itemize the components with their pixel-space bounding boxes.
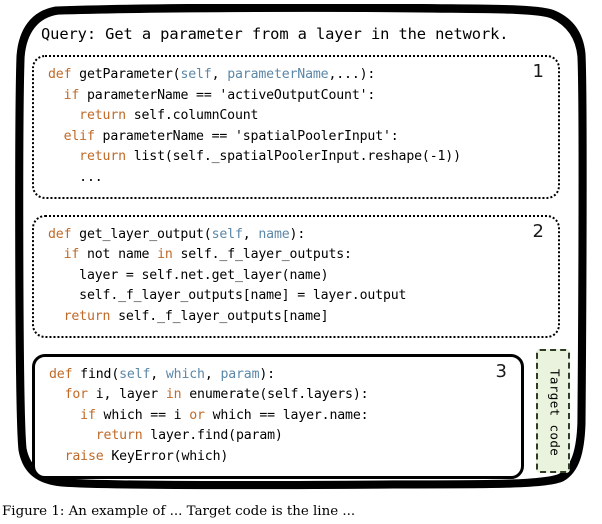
code-token-kw: in bbox=[157, 247, 173, 263]
code-token-kw: def bbox=[49, 366, 73, 382]
code-token-pl: parameterName == 'activeOutputCount': bbox=[79, 87, 376, 103]
code-block-3-index: 3 bbox=[495, 360, 507, 382]
code-block-1-body: def getParameter(self, parameterName,...… bbox=[48, 65, 548, 189]
code-token-arg: param bbox=[220, 366, 260, 382]
code-line: ... bbox=[48, 168, 548, 189]
panel-content: Query: Get a parameter from a layer in t… bbox=[14, 4, 588, 490]
code-token-pl: not name bbox=[79, 247, 158, 263]
code-token-pl bbox=[48, 108, 79, 123]
code-token-pl: , bbox=[150, 366, 166, 382]
code-line: return self._f_layer_outputs[name] bbox=[48, 307, 548, 328]
code-block-2[interactable]: 2 def get_layer_output(self, name): if n… bbox=[32, 214, 560, 338]
code-token-arg: which bbox=[165, 366, 205, 382]
figure-caption: Figure 1: An example of ... Target code … bbox=[2, 504, 356, 519]
code-token-pl bbox=[49, 387, 65, 402]
code-token-pl: i, layer bbox=[87, 387, 166, 403]
code-block-2-index: 2 bbox=[532, 220, 544, 242]
code-token-pl: getParameter( bbox=[71, 67, 181, 82]
code-token-arg: self bbox=[211, 226, 243, 242]
code-token-kw: in bbox=[165, 387, 182, 403]
code-block-1[interactable]: 1 def getParameter(self, parameterName,.… bbox=[32, 55, 560, 199]
code-token-kw: or bbox=[189, 407, 205, 423]
code-line: raise KeyError(which) bbox=[49, 447, 511, 468]
code-token-pl: , bbox=[242, 226, 259, 242]
code-token-pl: self.columnCount bbox=[125, 108, 259, 124]
code-block-3-body: def find(self, which, param): for i, lay… bbox=[49, 365, 511, 468]
code-token-pl bbox=[49, 408, 80, 423]
code-token-pl: ): bbox=[259, 366, 275, 382]
code-line: def get_layer_output(self, name): bbox=[48, 225, 548, 246]
code-token-pl bbox=[48, 88, 64, 103]
code-token-kw: return bbox=[79, 149, 126, 165]
code-token-kw: return bbox=[79, 108, 126, 124]
code-block-3-target[interactable]: 3 def find(self, which, param): for i, l… bbox=[32, 353, 524, 479]
code-line: def getParameter(self, parameterName,...… bbox=[48, 65, 548, 86]
code-token-pl: enumerate(self.layers): bbox=[181, 387, 369, 403]
code-line: if not name in self._f_layer_outputs: bbox=[48, 245, 548, 266]
code-token-kw: return bbox=[95, 428, 143, 444]
code-line: def find(self, which, param): bbox=[49, 365, 511, 386]
code-token-kw: raise bbox=[64, 448, 104, 464]
code-token-kw: elif bbox=[63, 128, 95, 144]
code-token-pl: list(self._spatialPoolerInput.reshape(-1… bbox=[125, 149, 461, 165]
code-token-pl: KeyError(which) bbox=[103, 448, 229, 464]
code-line: if parameterName == 'activeOutputCount': bbox=[48, 86, 548, 107]
code-token-arg: self bbox=[180, 67, 212, 82]
code-token-pl: find( bbox=[72, 366, 120, 382]
code-token-kw: for bbox=[64, 387, 89, 403]
target-code-label: Target code bbox=[547, 369, 563, 457]
code-token-pl: ... bbox=[48, 169, 103, 185]
code-token-kw: if bbox=[80, 407, 96, 423]
code-line: return self.columnCount bbox=[48, 106, 548, 127]
code-token-arg: self bbox=[119, 366, 151, 382]
code-line: elif parameterName == 'spatialPoolerInpu… bbox=[48, 127, 548, 148]
code-token-kw: def bbox=[48, 67, 72, 82]
code-token-pl: get_layer_output( bbox=[71, 226, 212, 242]
code-token-pl: which == i bbox=[95, 407, 190, 423]
outer-rounded-panel: Query: Get a parameter from a layer in t… bbox=[14, 4, 588, 490]
code-token-pl bbox=[49, 449, 65, 464]
code-token-pl: layer.find(param) bbox=[142, 428, 283, 444]
code-token-pl bbox=[49, 428, 96, 443]
code-token-pl: self._f_layer_outputs[name] bbox=[110, 308, 329, 324]
code-line: return layer.find(param) bbox=[49, 426, 511, 447]
code-block-1-index: 1 bbox=[532, 61, 544, 82]
code-token-pl: , bbox=[211, 67, 228, 82]
code-line: if which == i or which == layer.name: bbox=[49, 406, 511, 427]
code-line: self._f_layer_outputs[name] = layer.outp… bbox=[48, 286, 548, 307]
code-token-pl: parameterName == 'spatialPoolerInput': bbox=[94, 128, 399, 144]
code-token-pl bbox=[48, 129, 64, 144]
code-token-pl: ): bbox=[289, 226, 306, 242]
code-line: layer = self.net.get_layer(name) bbox=[48, 266, 548, 287]
code-token-pl bbox=[48, 309, 64, 324]
code-block-2-body: def get_layer_output(self, name): if not… bbox=[48, 225, 548, 328]
code-token-kw: def bbox=[48, 226, 72, 242]
code-token-kw: if bbox=[63, 247, 80, 263]
code-line: for i, layer in enumerate(self.layers): bbox=[49, 385, 511, 406]
code-token-arg: name bbox=[258, 226, 290, 242]
code-token-pl: self._f_layer_outputs[name] = layer.outp… bbox=[48, 288, 407, 304]
code-token-kw: if bbox=[63, 87, 80, 103]
code-token-pl bbox=[48, 149, 79, 164]
code-token-pl bbox=[48, 247, 64, 262]
code-token-arg: parameterName bbox=[227, 67, 329, 82]
code-token-pl: layer = self.net.get_layer(name) bbox=[48, 267, 329, 283]
code-token-pl: , bbox=[204, 366, 221, 382]
code-line: return list(self._spatialPoolerInput.res… bbox=[48, 147, 548, 168]
query-line: Query: Get a parameter from a layer in t… bbox=[41, 25, 509, 43]
code-token-pl: self._f_layer_outputs: bbox=[172, 247, 352, 263]
code-token-kw: return bbox=[63, 308, 111, 324]
code-token-pl: which == layer.name: bbox=[204, 407, 369, 423]
target-code-callout: Target code bbox=[536, 349, 570, 473]
code-token-pl: ,...): bbox=[328, 67, 376, 82]
